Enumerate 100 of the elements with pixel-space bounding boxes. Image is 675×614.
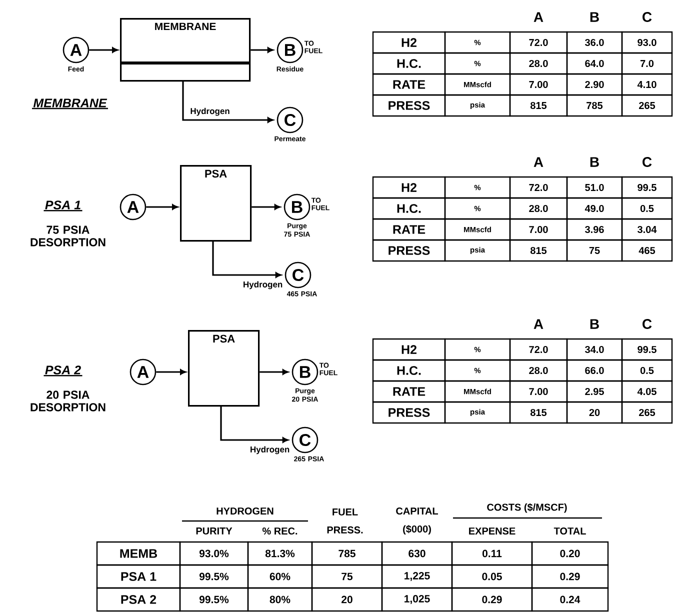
section-title: PSA 1 xyxy=(44,200,82,212)
section-subtitle: 20 PSIA DESORPTION xyxy=(30,390,106,412)
column-header: A xyxy=(534,157,544,167)
group-header: HYDROGEN xyxy=(182,507,308,522)
column-header: CAPITAL ($000) xyxy=(396,507,438,535)
table-cell: 51.0 xyxy=(566,176,623,199)
table-cell: 80% xyxy=(247,587,313,612)
table-cell: H2 xyxy=(372,176,446,199)
table-cell: 66.0 xyxy=(566,359,623,382)
table-cell: 99.5% xyxy=(179,564,249,589)
table-cell: 0.5 xyxy=(621,359,673,382)
table-cell: 3.96 xyxy=(566,218,623,241)
table-cell: RATE xyxy=(372,73,446,96)
table-cell: 93.0 xyxy=(621,31,673,54)
table-cell: 49.0 xyxy=(566,197,623,220)
table-cell: 1,025 xyxy=(381,587,453,612)
column-header: EXPENSE xyxy=(469,527,516,535)
table-cell: H.C. xyxy=(372,359,446,382)
table-cell: 81.3% xyxy=(247,541,313,566)
table-cell: 36.0 xyxy=(566,31,623,54)
table-cell: 630 xyxy=(381,541,453,566)
table-cell: 0.29 xyxy=(451,587,533,612)
table-cell: 34.0 xyxy=(566,338,623,361)
column-header: % REC. xyxy=(262,527,298,535)
table-cell: H2 xyxy=(372,338,446,361)
table-cell: PSA 2 xyxy=(96,587,181,612)
table-cell: H.C. xyxy=(372,52,446,75)
table-cell: 28.0 xyxy=(509,197,568,220)
arrow xyxy=(250,47,274,53)
arrow xyxy=(89,47,118,53)
table-cell: 2.95 xyxy=(566,380,623,403)
process-box: PSA xyxy=(180,165,252,242)
table-cell: 99.5% xyxy=(179,587,249,612)
table-cell: 7.00 xyxy=(509,380,568,403)
table-cell: 0.5 xyxy=(621,197,673,220)
edge-label: Hydrogen xyxy=(189,106,231,117)
table-cell: 785 xyxy=(566,94,623,117)
table-cell: 28.0 xyxy=(509,359,568,382)
arrow xyxy=(220,405,288,443)
table-cell: 0.05 xyxy=(451,564,533,589)
table-cell: 7.00 xyxy=(509,218,568,241)
table-cell: 0.24 xyxy=(531,587,609,612)
table-cell: 99.5 xyxy=(621,338,673,361)
edge-label: Hydrogen xyxy=(248,445,291,456)
section-title: PSA 2 xyxy=(44,366,82,376)
table-cell: 75 xyxy=(311,564,383,589)
column-header: PURITY xyxy=(196,528,232,534)
arrow xyxy=(156,369,186,375)
table-cell: 72.0 xyxy=(509,31,568,54)
table-cell: 28.0 xyxy=(509,52,568,75)
arrow xyxy=(146,204,178,210)
table-cell: 0.11 xyxy=(451,541,533,566)
section-title: MEMBRANE xyxy=(32,98,108,110)
arrow xyxy=(212,240,282,278)
column-header: B xyxy=(590,157,599,167)
table-cell: 815 xyxy=(509,239,568,262)
table-cell: 64.0 xyxy=(566,52,623,75)
table-cell: H.C. xyxy=(372,197,446,220)
table-cell: RATE xyxy=(372,380,446,403)
column-header: C xyxy=(642,12,652,22)
process-box: PSA xyxy=(188,330,260,407)
column-header: B xyxy=(590,12,599,22)
column-header: A xyxy=(534,12,544,22)
table-cell: 7.00 xyxy=(509,73,568,96)
column-header: TOTAL xyxy=(554,527,586,535)
arrow xyxy=(252,204,280,210)
table-cell: MEMB xyxy=(96,541,181,566)
process-box: MEMBRANE xyxy=(120,18,251,82)
table-cell: 0.20 xyxy=(531,541,609,566)
arrow xyxy=(260,369,288,375)
table-cell: 72.0 xyxy=(509,176,568,199)
table-cell: PRESS xyxy=(372,401,446,424)
table-cell: 265 xyxy=(621,94,673,117)
table-cell: 75 xyxy=(566,239,623,262)
table-cell: PRESS xyxy=(372,94,446,117)
table-cell: 72.0 xyxy=(509,338,568,361)
group-header: COSTS ($/MSCF) xyxy=(453,503,602,519)
table-cell: 785 xyxy=(311,541,383,566)
column-header: C xyxy=(642,319,652,329)
table-cell: H2 xyxy=(372,31,446,54)
table-cell: 2.90 xyxy=(566,73,623,96)
table-cell: 7.0 xyxy=(621,52,673,75)
table-cell: 20 xyxy=(311,587,383,612)
column-header: C xyxy=(642,157,652,167)
table-cell: PRESS xyxy=(372,239,446,262)
table-cell: 1,225 xyxy=(381,564,453,589)
section-subtitle: 75 PSIA DESORPTION xyxy=(30,226,106,246)
table-cell: RATE xyxy=(372,218,446,241)
edge-label: Hydrogen xyxy=(242,280,284,290)
table-cell: 99.5 xyxy=(621,176,673,199)
column-header: A xyxy=(534,319,544,329)
column-header: FUEL PRESS. xyxy=(327,508,363,534)
table-cell: 0.29 xyxy=(531,564,609,589)
table-cell: 265 xyxy=(621,401,673,424)
table-cell: 4.10 xyxy=(621,73,673,96)
column-header: B xyxy=(590,319,599,329)
table-cell: 465 xyxy=(621,239,673,262)
table-cell: 4.05 xyxy=(621,380,673,403)
arrow xyxy=(182,80,274,123)
table-cell: 815 xyxy=(509,401,568,424)
